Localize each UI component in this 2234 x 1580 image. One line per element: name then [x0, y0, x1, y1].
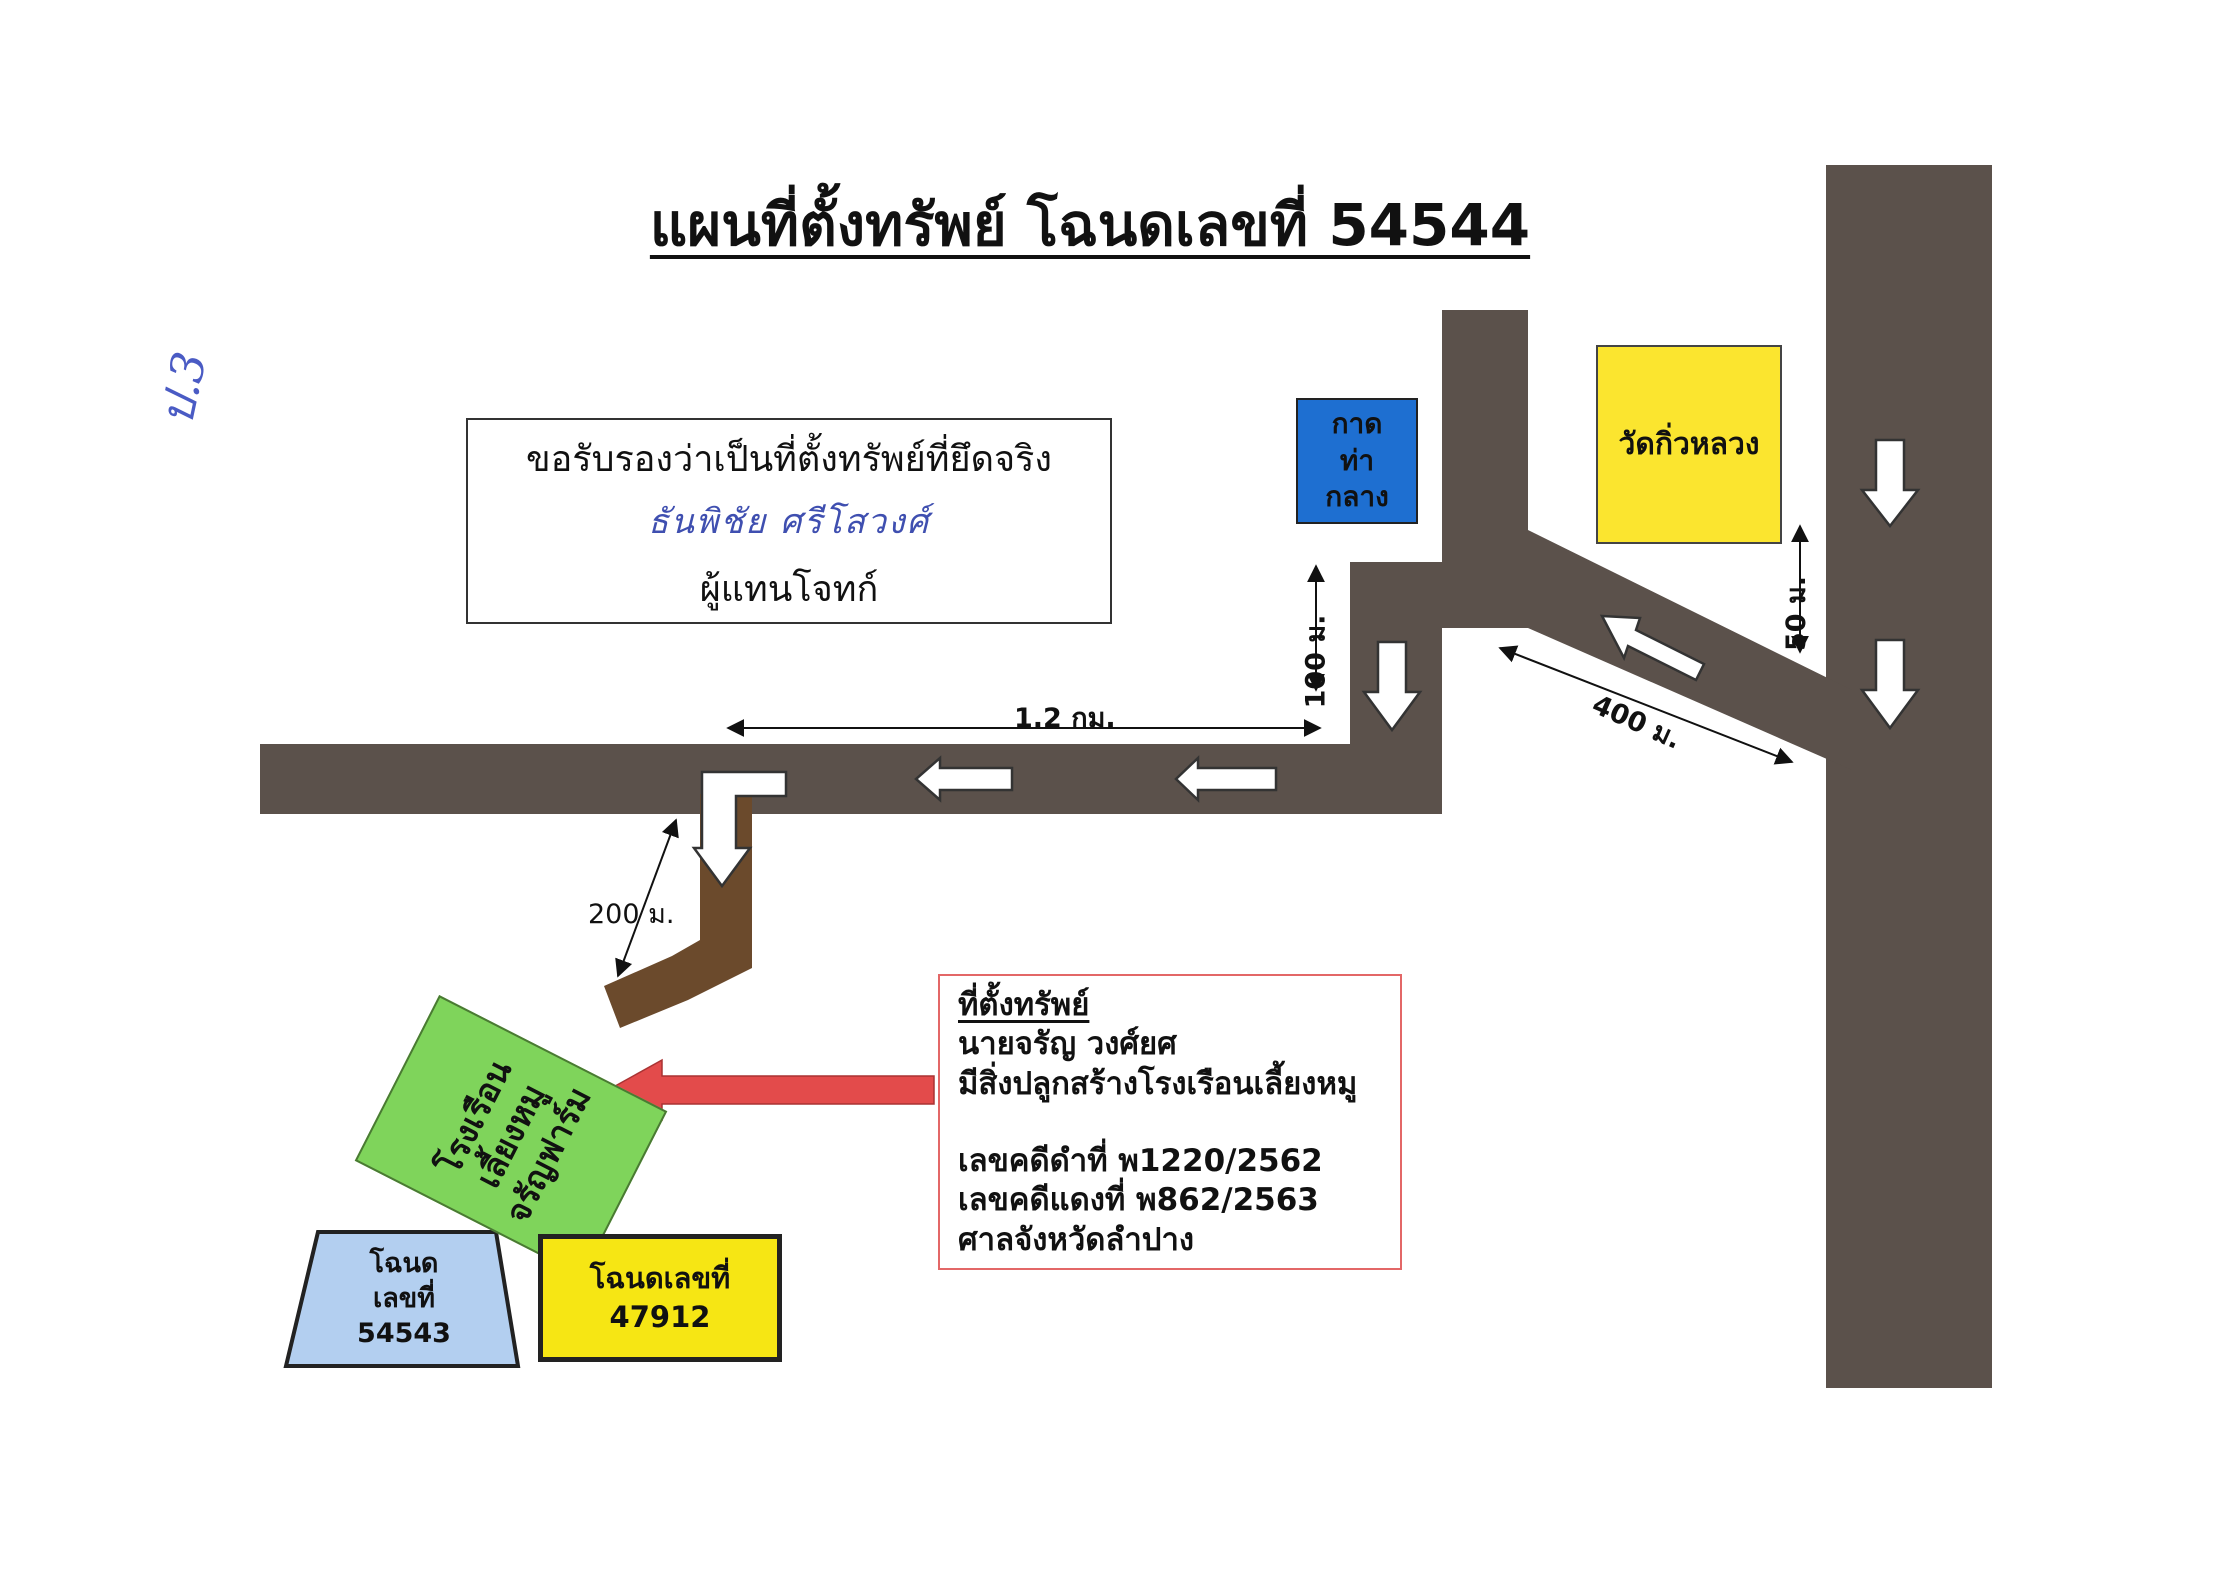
road-arrow-down-1: [1859, 438, 1921, 529]
landmark-kad-line1: กาด: [1331, 407, 1383, 441]
deed-54543-line2: เลขที่: [372, 1283, 436, 1315]
deed-54543-line1: โฉนด: [369, 1248, 439, 1279]
page-title: แผนที่ตั้งทรัพย์ โฉนดเลขที่ 54544: [649, 191, 1531, 259]
property-black-case: เลขคดีดำที่ พ1220/2562: [958, 1143, 1323, 1180]
distance-label-1-2km: 1.2 กม.: [1014, 703, 1116, 734]
road-arrow-left-2: [914, 755, 1014, 803]
signature: ธันพิชัย ศรีโสวงศ์: [647, 502, 931, 542]
property-info-heading: ที่ตั้งทรัพย์: [958, 987, 1090, 1023]
property-info-spacer: [958, 1104, 1400, 1142]
road-horizontal: [260, 562, 1442, 814]
landmark-kad: กาด ท่า กลาง: [1296, 398, 1418, 524]
landmark-wat: วัดกิ่วหลวง: [1596, 345, 1782, 544]
deed-47912-line2: 47912: [609, 1300, 711, 1334]
property-owner: นายจรัญ วงศ์ยศ: [958, 1026, 1177, 1063]
landmark-kad-line2: ท่า: [1339, 443, 1375, 477]
property-building: มีสิ่งปลูกสร้างโรงเรือนเลี้ยงหมู: [958, 1065, 1358, 1102]
certification-signer-role: ผู้แทนโจทก์: [699, 569, 879, 610]
road-arrow-down-2: [1859, 638, 1921, 731]
road-to-kad: [1442, 310, 1528, 628]
road-arrow-left-1: [1174, 755, 1278, 803]
property-red-case: เลขคดีแดงที่ พ862/2563: [958, 1182, 1319, 1219]
deed-47912-line1: โฉนดเลขที่: [589, 1260, 731, 1295]
deed-54543-label: โฉนด เลขที่ 54543: [294, 1246, 514, 1351]
distance-label-200m: 200 ม.: [588, 899, 675, 930]
road-arrow-turn-down: [691, 770, 788, 889]
handwritten-note: ป.3: [149, 347, 218, 430]
distance-line-400m: [1498, 645, 1794, 765]
deed-47912-box: โฉนดเลขที่ 47912: [538, 1234, 782, 1362]
property-info-box: ที่ตั้งทรัพย์ นายจรัญ วงศ์ยศ มีสิ่งปลูกส…: [938, 974, 1402, 1270]
certification-text: ขอรับรองว่าเป็นที่ตั้งทรัพย์ที่ยึดจริง: [526, 439, 1052, 480]
property-court: ศาลจังหวัดลำปาง: [958, 1221, 1194, 1258]
distance-label-50m: 50 ม.: [1781, 575, 1813, 652]
deed-54543-line3: 54543: [357, 1318, 451, 1350]
distance-line-200m: [615, 818, 679, 978]
deed-54543-shape: [283, 1230, 521, 1368]
distance-label-100m: 100 ม.: [1300, 614, 1332, 709]
landmark-wat-label: วัดกิ่วหลวง: [1618, 427, 1760, 462]
landmark-kad-line3: กลาง: [1325, 480, 1389, 514]
main-road-vertical: [1826, 165, 1992, 1388]
certification-box: ขอรับรองว่าเป็นที่ตั้งทรัพย์ที่ยึดจริง ธ…: [466, 418, 1112, 624]
road-arrow-down-3: [1361, 640, 1423, 733]
